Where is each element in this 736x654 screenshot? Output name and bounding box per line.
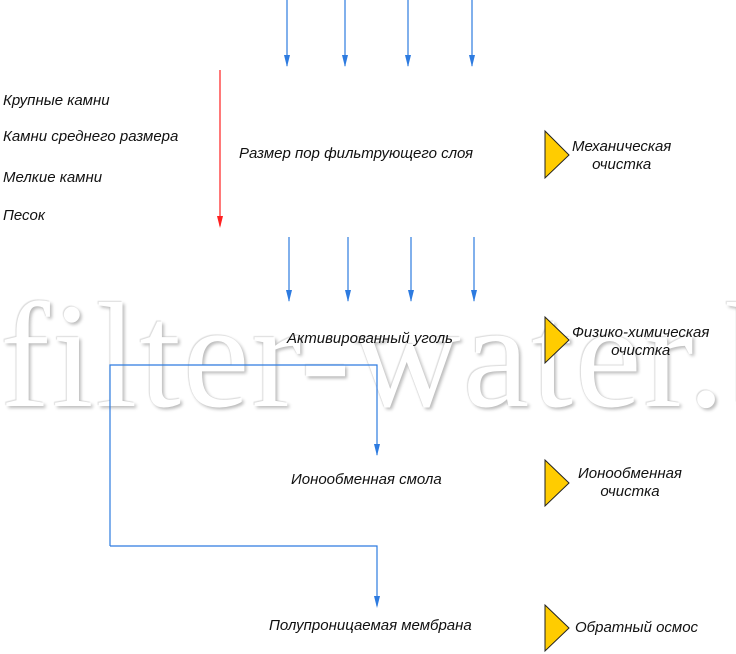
stage-type-label: Физико-химическая очистка	[572, 324, 710, 359]
material-label: Песок	[3, 207, 45, 224]
filter-label: Полупроницаемая мембрана	[269, 617, 472, 634]
filter-label: Размер пор фильтрующего слоя	[239, 145, 474, 162]
stage-type-label: Обратный осмос	[575, 619, 699, 636]
material-label: Камни среднего размера	[3, 128, 179, 145]
watermark: filter-water.by	[0, 273, 736, 439]
arrow-heads	[284, 55, 477, 608]
stage-type-label: Механическая очистка	[572, 138, 672, 173]
stage-type-label: Ионообменная очистка	[578, 465, 682, 500]
filter-label: Ионообменная смола	[291, 471, 442, 488]
stage-markers	[544, 129, 570, 653]
flow-arrows	[109, 0, 475, 606]
material-label: Крупные камни	[3, 92, 110, 109]
material-label: Мелкие камни	[3, 169, 103, 186]
filter-label: Активированный уголь	[287, 330, 453, 347]
